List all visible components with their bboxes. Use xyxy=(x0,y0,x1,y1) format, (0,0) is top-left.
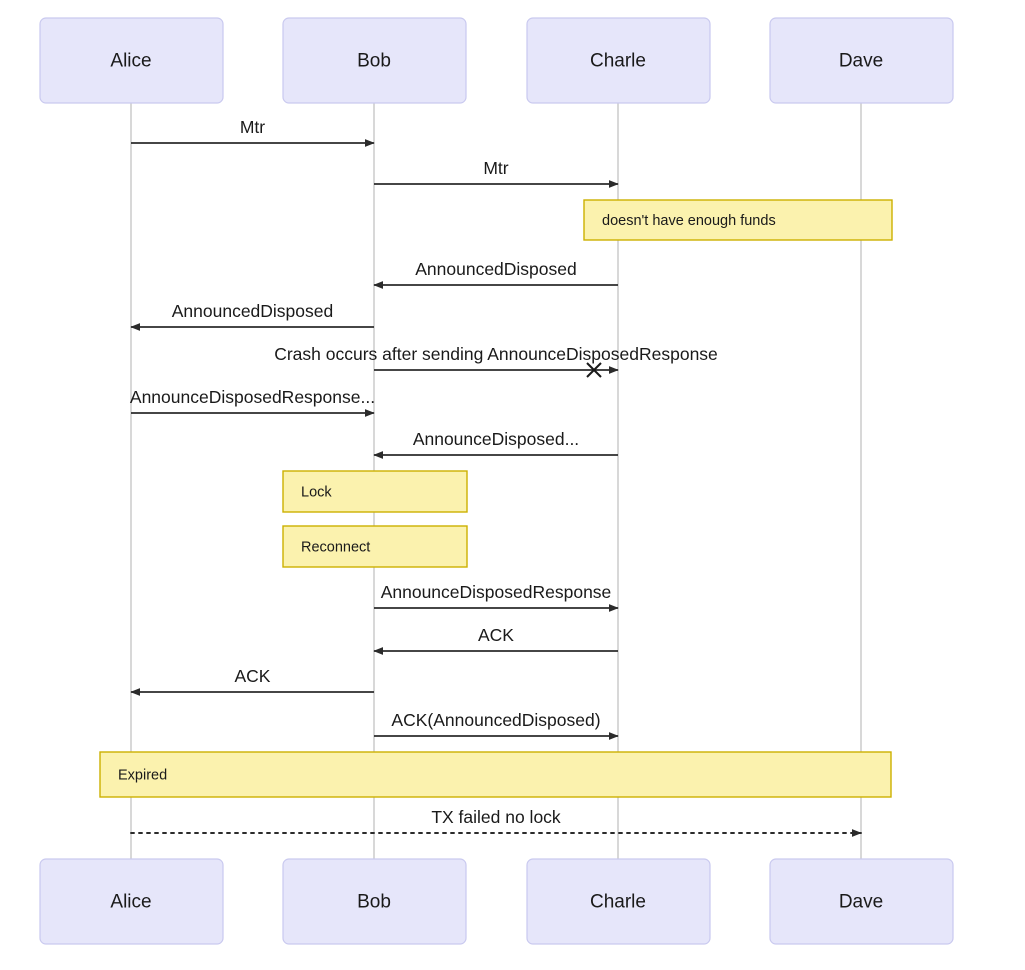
participant-dave-bottom[interactable]: Dave xyxy=(769,858,954,945)
message-m12[interactable]: TX failed no lock xyxy=(130,807,862,837)
participant-label: Bob xyxy=(357,892,391,913)
participant-charlie-bottom[interactable]: Charle xyxy=(526,858,711,945)
message-label: Mtr xyxy=(483,158,508,178)
message-m2[interactable]: Mtr xyxy=(374,158,619,188)
note-n1[interactable]: doesn't have enough funds xyxy=(583,199,893,241)
message-label: ACK xyxy=(478,625,514,645)
notes-layer: doesn't have enough fundsLockReconnectEx… xyxy=(99,199,893,798)
message-label: AnnounceDisposed... xyxy=(413,429,579,449)
message-label: Mtr xyxy=(240,117,265,137)
participant-label: Dave xyxy=(839,892,883,913)
note-n3[interactable]: Reconnect xyxy=(282,525,468,568)
message-label: Crash occurs after sending AnnounceDispo… xyxy=(274,344,718,364)
message-m10[interactable]: ACK xyxy=(130,666,374,696)
note-label: Reconnect xyxy=(301,539,370,555)
participant-dave-top[interactable]: Dave xyxy=(769,17,954,104)
participant-box xyxy=(769,17,954,104)
note-box xyxy=(282,525,468,568)
message-m8[interactable]: AnnounceDisposedResponse xyxy=(374,582,619,612)
crash-x-icon xyxy=(586,362,602,378)
message-m9[interactable]: ACK xyxy=(373,625,618,655)
note-n4[interactable]: Expired xyxy=(99,751,892,798)
participant-alice-top[interactable]: Alice xyxy=(39,17,224,104)
message-label: AnnouncedDisposed xyxy=(415,259,577,279)
participant-bob-top[interactable]: Bob xyxy=(282,17,467,104)
message-m3[interactable]: AnnouncedDisposed xyxy=(373,259,618,289)
message-label: TX failed no lock xyxy=(431,807,561,827)
participant-box xyxy=(526,17,711,104)
participant-box xyxy=(282,17,467,104)
participant-label: Bob xyxy=(357,51,391,72)
participant-bob-bottom[interactable]: Bob xyxy=(282,858,467,945)
note-label: Expired xyxy=(118,767,167,783)
message-label: AnnouncedDisposed xyxy=(172,301,334,321)
message-m6[interactable]: AnnounceDisposedResponse... xyxy=(130,387,375,417)
message-label: AnnounceDisposedResponse... xyxy=(130,387,375,407)
participant-charlie-top[interactable]: Charle xyxy=(526,17,711,104)
participant-box xyxy=(39,17,224,104)
message-m4[interactable]: AnnouncedDisposed xyxy=(130,301,374,331)
message-label: ACK(AnnouncedDisposed) xyxy=(391,710,600,730)
note-box xyxy=(282,470,468,513)
participant-box xyxy=(526,858,711,945)
participant-label: Alice xyxy=(110,892,151,913)
note-n2[interactable]: Lock xyxy=(282,470,468,513)
note-label: doesn't have enough funds xyxy=(602,213,776,229)
message-m5[interactable]: Crash occurs after sending AnnounceDispo… xyxy=(274,344,718,378)
participant-box xyxy=(39,858,224,945)
note-label: Lock xyxy=(301,484,332,500)
participant-label: Charle xyxy=(590,51,646,72)
participant-box xyxy=(282,858,467,945)
participant-box xyxy=(769,858,954,945)
participant-label: Charle xyxy=(590,892,646,913)
message-m11[interactable]: ACK(AnnouncedDisposed) xyxy=(374,710,619,740)
participant-alice-bottom[interactable]: Alice xyxy=(39,858,224,945)
participant-label: Alice xyxy=(110,51,151,72)
message-m1[interactable]: Mtr xyxy=(131,117,375,147)
note-box xyxy=(99,751,892,798)
message-label: AnnounceDisposedResponse xyxy=(381,582,612,602)
participant-label: Dave xyxy=(839,51,883,72)
messages-layer: MtrMtrAnnouncedDisposedAnnouncedDisposed… xyxy=(130,117,862,837)
note-box xyxy=(583,199,893,241)
message-label: ACK xyxy=(235,666,271,686)
message-m7[interactable]: AnnounceDisposed... xyxy=(373,429,618,459)
